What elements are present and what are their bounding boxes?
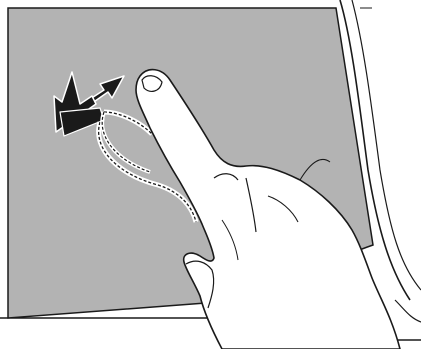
touchpad-illustration [0,0,421,349]
illustration-stage [0,0,421,349]
